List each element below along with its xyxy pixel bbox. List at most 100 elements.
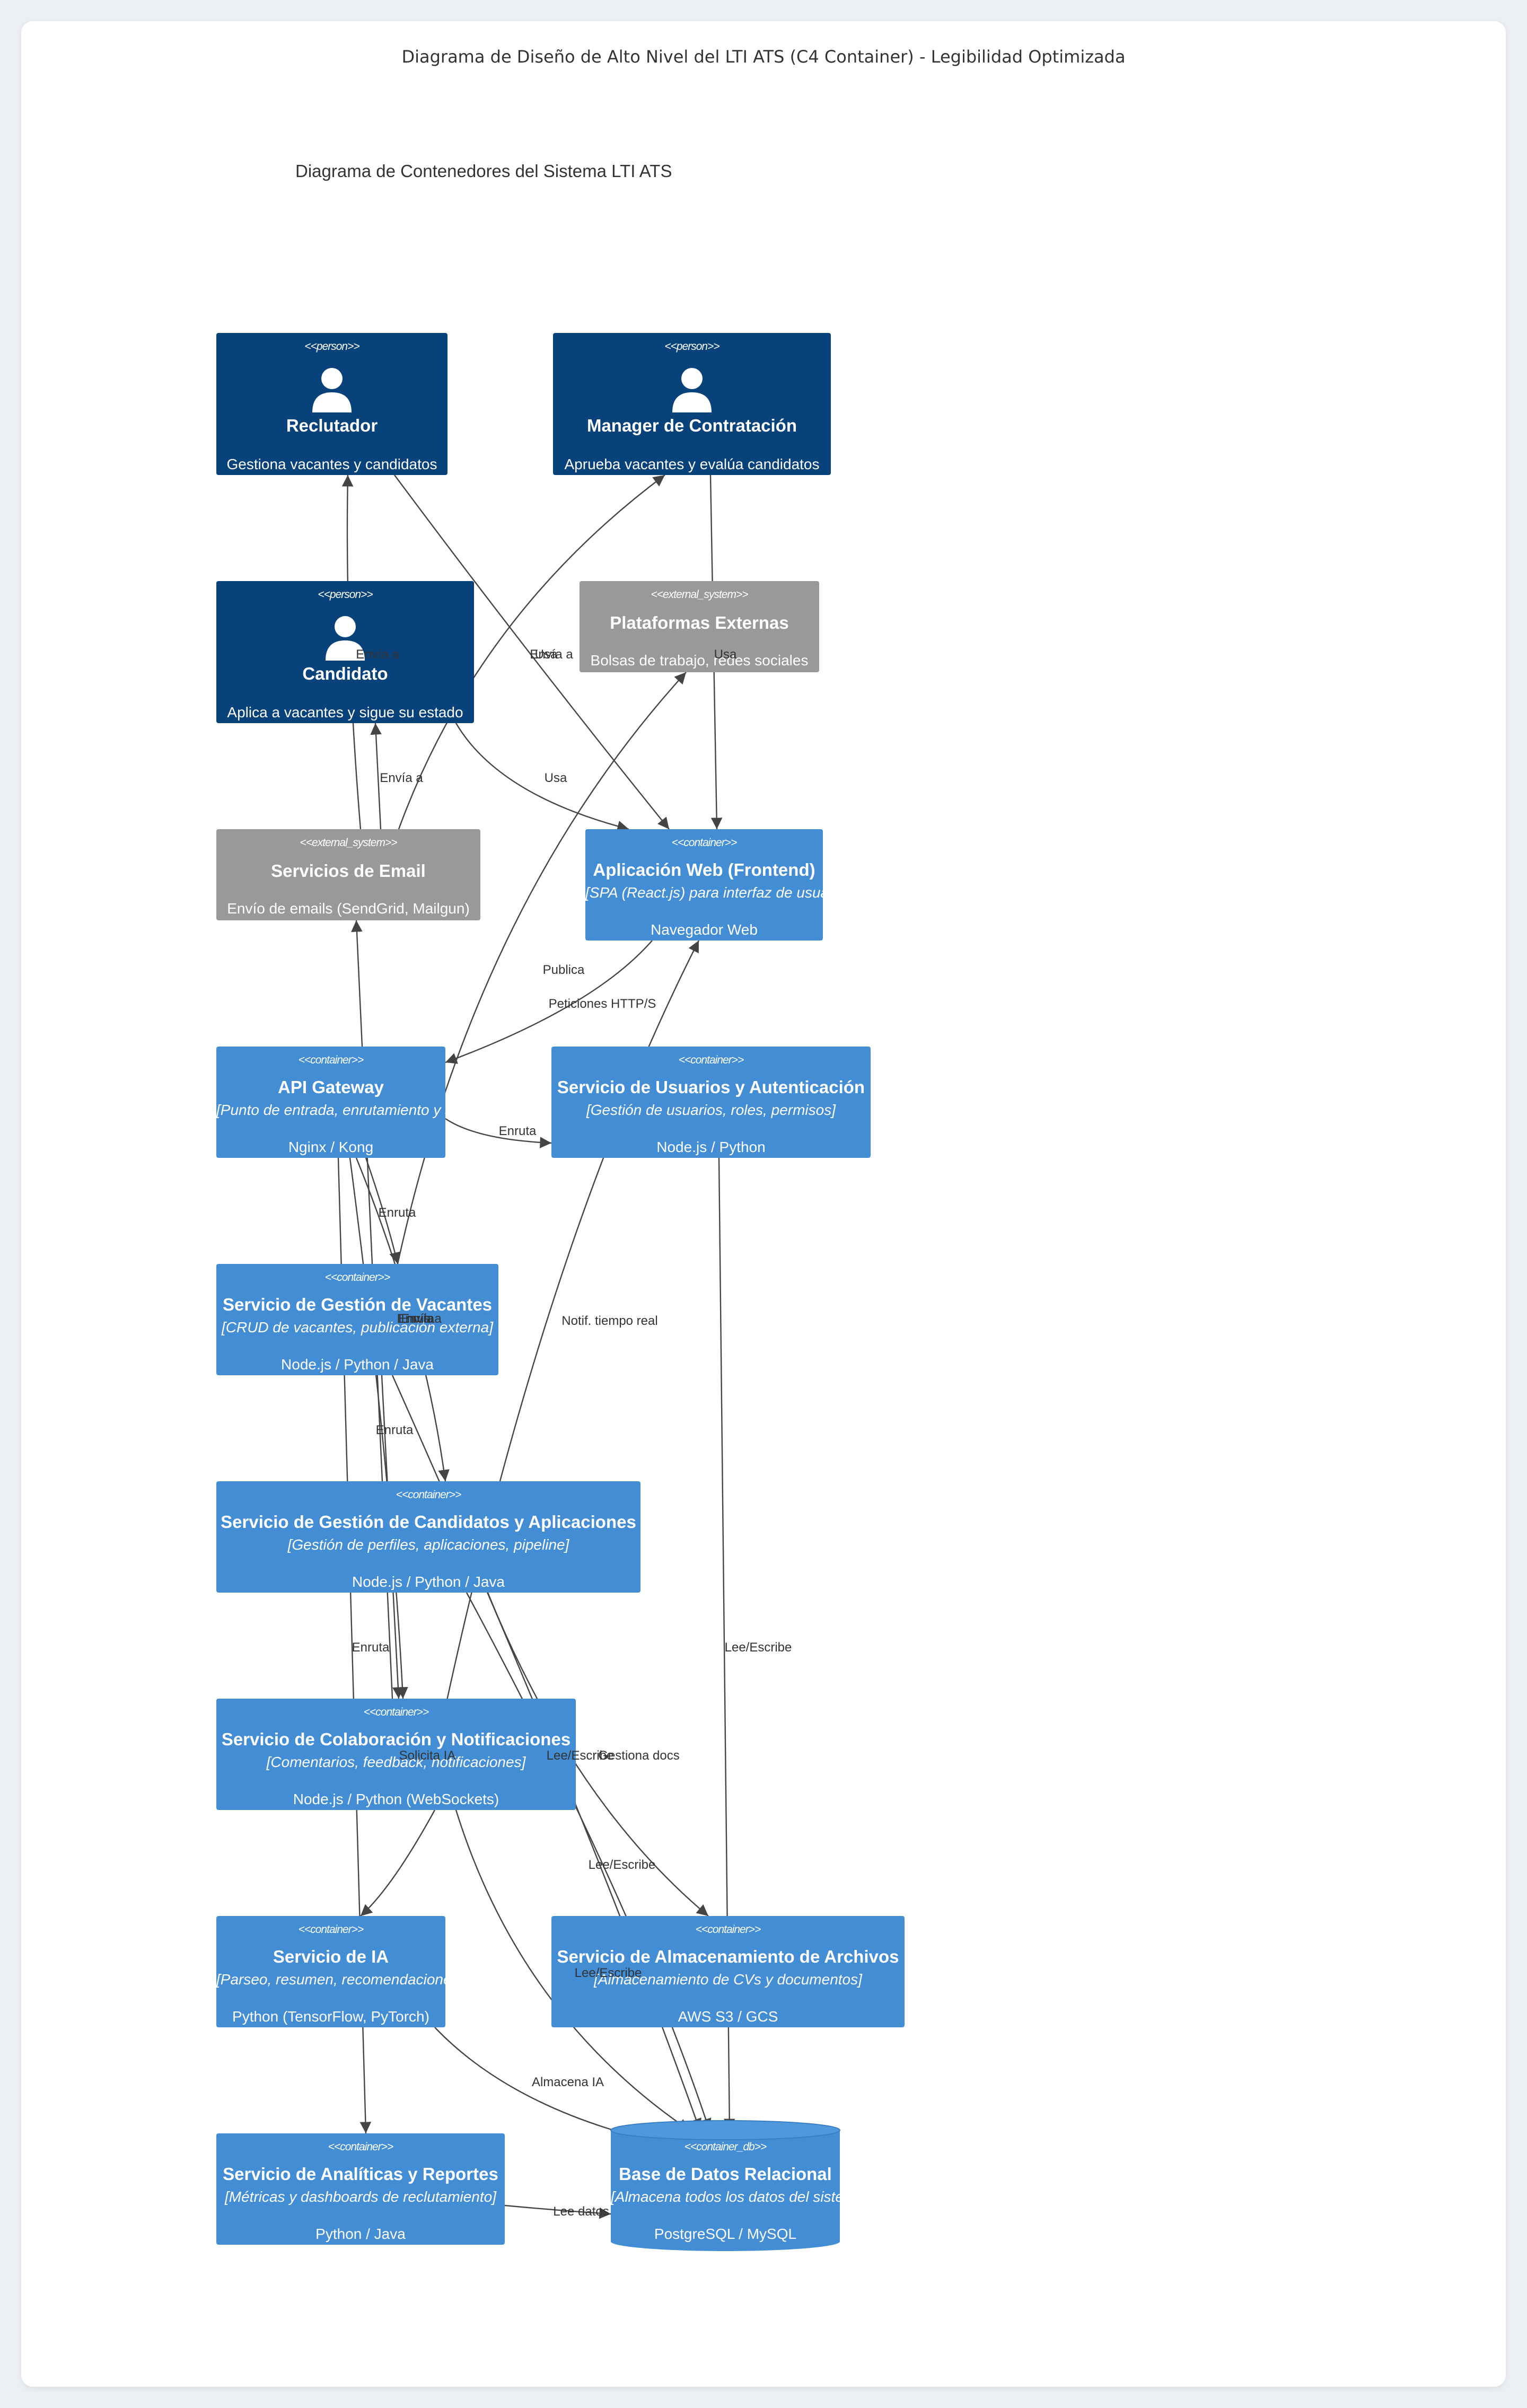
node-technology: Node.js / Python (WebSockets): [293, 1791, 499, 1807]
node-description: Aprueba vacantes y evalúa candidatos: [564, 456, 820, 472]
connector-gw-vac: [365, 1157, 401, 1264]
connector-can-db: [466, 1592, 712, 2131]
edge-label: Lee/Escribe: [724, 1640, 792, 1655]
connector-col-web: [423, 940, 700, 1811]
edge-label: Envía a: [530, 647, 573, 662]
node-stereotype: <<container>>: [324, 1271, 390, 1284]
node-description: Aplica a vacantes y sigue su estado: [227, 704, 463, 720]
node-description: [Gestión de usuarios, roles, permisos]: [586, 1102, 836, 1118]
edge-label: Envía a: [356, 647, 399, 662]
person-icon: [326, 616, 365, 661]
node-technology: Node.js / Python / Java: [352, 1574, 505, 1590]
node-stereotype: <<container>>: [695, 1923, 761, 1936]
edge-label: Peticiones HTTP/S: [548, 997, 656, 1011]
node-description: [Parseo, resumen, recomendaciones, predi…: [216, 1971, 445, 1988]
connector-vac-pla: [397, 672, 687, 1264]
edge-label: Solicita IA: [399, 1748, 456, 1763]
node-servicio-ia[interactable]: <<container>> Servicio de IA [Parseo, re…: [216, 1916, 445, 2027]
node-manager[interactable]: <<person>> Manager de Contratación Aprue…: [553, 333, 831, 475]
connector-ana-db: [504, 2204, 611, 2219]
node-technology: Nginx / Kong: [288, 1139, 374, 1155]
node-api-gateway[interactable]: <<container>> API Gateway [Punto de entr…: [216, 1047, 445, 1158]
node-technology: Python / Java: [315, 2226, 406, 2242]
edge-label: Envía a: [398, 1312, 442, 1326]
connector-col-db: [455, 1809, 690, 2131]
connector-can-web: [455, 723, 629, 832]
node-title: Servicio de Analíticas y Reportes: [223, 2164, 498, 2184]
connector-mail-can: [370, 723, 382, 830]
edge-label: Lee/Escribe: [546, 1748, 614, 1763]
node-technology: AWS S3 / GCS: [678, 2008, 778, 2025]
node-title: Servicio de IA: [273, 1947, 389, 1966]
node-title: Base de Datos Relacional: [619, 2164, 832, 2184]
connector-col-ia: [360, 1809, 436, 1917]
node-technology: Python (TensorFlow, PyTorch): [232, 2008, 429, 2025]
edge-label: Gestiona docs: [598, 1748, 680, 1763]
node-servicio-vacantes[interactable]: <<container>> Servicio de Gestión de Vac…: [216, 1264, 498, 1375]
person-icon: [672, 368, 712, 412]
connector-rec-web: [394, 474, 670, 830]
connector-mail-man: [398, 474, 665, 830]
edge-label: Envía a: [380, 771, 423, 785]
node-base-de-datos[interactable]: <<container_db>> Base de Datos Relaciona…: [611, 2130, 840, 2251]
edge-label: Enruta: [352, 1640, 390, 1655]
node-stereotype: <<container>>: [298, 1923, 364, 1936]
edge-label: Enruta: [498, 1124, 537, 1138]
edge-label: Envía: [401, 1312, 434, 1326]
node-description: [SPA (React.js) para interfaz de usuario…: [585, 884, 823, 901]
connector-web-gw: [445, 940, 653, 1064]
node-description: [Punto de entrada, enrutamiento y seguri…: [216, 1102, 445, 1118]
connector-ia-db: [434, 2027, 628, 2137]
node-title: Reclutador: [286, 416, 378, 435]
edge-label: Lee/Escribe: [588, 1858, 656, 1872]
node-servicio-usuarios[interactable]: <<container>> Servicio de Usuarios y Aut…: [551, 1047, 871, 1158]
node-description: Bolsas de trabajo, redes sociales: [590, 652, 809, 669]
node-technology: Navegador Web: [651, 921, 758, 938]
node-title: Servicio de Usuarios y Autenticación: [557, 1077, 865, 1097]
node-servicio-colaboracion[interactable]: <<container>> Servicio de Colaboración y…: [216, 1699, 576, 1810]
node-stereotype: <<container>>: [298, 1054, 364, 1066]
person-icon: [312, 368, 352, 412]
page-title: Diagrama de Diseño de Alto Nivel del LTI…: [401, 47, 1126, 67]
node-reclutador[interactable]: <<person>> Reclutador Gestiona vacantes …: [216, 333, 447, 475]
edge-label: Enruta: [397, 1312, 435, 1326]
edge-label: Notif. tiempo real: [561, 1314, 658, 1328]
node-description: [Gestión de perfiles, aplicaciones, pipe…: [287, 1536, 569, 1553]
edge-label: Enruta: [375, 1423, 414, 1437]
edge-label: Lee datos: [553, 2204, 609, 2219]
node-stereotype: <<external_system>>: [300, 837, 398, 849]
node-title: Plataformas Externas: [610, 613, 789, 632]
node-title: Servicio de Gestión de Candidatos y Apli…: [221, 1512, 636, 1532]
edge-label: Usa: [534, 647, 558, 662]
node-servicio-candidatos[interactable]: <<container>> Servicio de Gestión de Can…: [216, 1481, 640, 1593]
diagram-subtitle: Diagrama de Contenedores del Sistema LTI…: [295, 161, 672, 181]
node-title: API Gateway: [278, 1077, 384, 1097]
node-servicio-analiticas[interactable]: <<container>> Servicio de Analíticas y R…: [216, 2133, 505, 2245]
node-stereotype: <<person>>: [664, 340, 719, 353]
node-description: [Métricas y dashboards de reclutamiento]: [224, 2189, 497, 2205]
connector-gw-usr: [445, 1118, 552, 1148]
node-stereotype: <<container_db>>: [684, 2141, 767, 2153]
node-stereotype: <<container>>: [678, 1054, 744, 1066]
edge-label: Publica: [542, 963, 585, 977]
node-plataformas-externas[interactable]: <<external_system>> Plataformas Externas…: [580, 581, 819, 672]
database-shape: [610, 2120, 840, 2251]
edge-label: Usa: [714, 647, 737, 662]
node-servicio-archivos[interactable]: <<container>> Servicio de Almacenamiento…: [551, 1916, 905, 2027]
node-candidato[interactable]: <<person>> Candidato Aplica a vacantes y…: [216, 581, 474, 723]
node-title: Servicio de Almacenamiento de Archivos: [557, 1947, 899, 1966]
node-stereotype: <<container>>: [671, 837, 737, 849]
node-technology: Node.js / Python / Java: [281, 1356, 434, 1373]
connector-can-arc: [487, 1592, 709, 1917]
node-technology: Node.js / Python: [656, 1139, 766, 1155]
node-aplicacion-web[interactable]: <<container>> Aplicación Web (Frontend) …: [585, 829, 823, 941]
node-servicios-email[interactable]: <<external_system>> Servicios de Email E…: [216, 829, 480, 920]
edge-label: Usa: [544, 771, 567, 785]
connector-gw-col: [349, 1157, 408, 1699]
node-title: Servicio de Gestión de Vacantes: [222, 1295, 493, 1314]
node-title: Manager de Contratación: [586, 416, 797, 435]
node-description: Envío de emails (SendGrid, Mailgun): [227, 900, 470, 917]
node-title: Servicios de Email: [271, 861, 426, 881]
node-stereotype: <<container>>: [363, 1706, 429, 1718]
node-description: Gestiona vacantes y candidatos: [226, 456, 437, 472]
